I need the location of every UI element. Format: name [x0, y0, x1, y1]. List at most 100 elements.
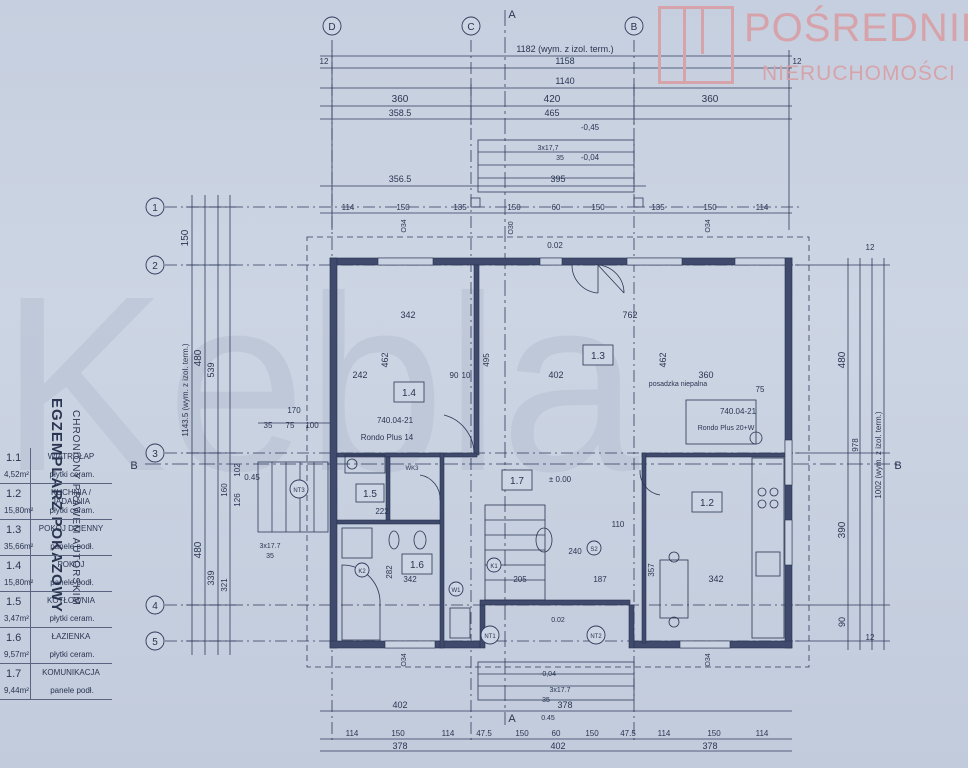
dim-b5: 150 — [515, 729, 529, 738]
bathtub — [341, 564, 381, 641]
o34-label-2: O34 — [705, 653, 712, 666]
fire-floor-label: posadzka niepalna — [649, 381, 707, 388]
dim-b6: 60 — [552, 729, 561, 738]
legend-area: 35,66m² — [4, 542, 34, 551]
k2-label: K2 — [358, 569, 366, 575]
dim-left-overall: 1143.5 (wym. z izol. term.) — [181, 343, 190, 437]
room16-height: 282 — [385, 565, 394, 579]
room13-box — [582, 344, 614, 366]
dim-b1: 114 — [346, 729, 359, 738]
dim-left-480a: 480 — [193, 349, 204, 366]
dim-1158: 1158 — [555, 56, 574, 66]
dim-t7: 135 — [651, 203, 665, 212]
legend-floor: panele podł. — [50, 686, 94, 695]
dim-left-150: 150 — [180, 229, 191, 246]
wk3-label: WK3 — [405, 466, 419, 472]
dim-t2: 150 — [396, 203, 410, 212]
brand-logo: POŚREDNIK NIERUCHOMOŚCI — [658, 6, 968, 88]
level-top-3: 0.02 — [547, 241, 563, 250]
legend-row: 1.4 15,80m² POKÓJ panele podł. — [0, 556, 112, 592]
dim-12b: 12 — [793, 57, 802, 66]
dim-1140: 1140 — [555, 76, 574, 86]
room17-level: ± 0.00 — [549, 475, 572, 484]
dim-187: 187 — [593, 575, 607, 584]
dim-b3: 114 — [442, 729, 455, 738]
stairs-left-label2: 35 — [266, 553, 274, 560]
legend-row: 1.6 9,57m² ŁAZIENKA płytki ceram. — [0, 628, 112, 664]
stove1-name: Rondo Plus 14 — [361, 433, 414, 442]
dim-t4: 150 — [507, 203, 521, 212]
dim-420: 420 — [544, 94, 561, 105]
room12-label: 1.2 — [700, 498, 714, 509]
o30-label: O30 — [508, 221, 515, 234]
legend-num: 1.7 — [6, 668, 22, 680]
legend-area: 9,57m² — [4, 650, 29, 659]
roof-outline — [306, 236, 810, 668]
room15-box — [355, 483, 385, 503]
room14-sub: 242 — [352, 370, 367, 380]
room13-d402: 402 — [548, 370, 563, 380]
legend-name: POKÓJ — [57, 560, 85, 569]
o34-label-4: O34 — [705, 219, 712, 232]
dim-b9: 114 — [658, 729, 671, 738]
stove-1 — [344, 454, 386, 474]
room12-width: 342 — [708, 574, 723, 584]
legend-floor: płytki ceram. — [49, 650, 95, 659]
dim-t8: 150 — [703, 203, 717, 212]
level-bottom-2: 0.45 — [541, 715, 555, 722]
dim-left-480b: 480 — [193, 541, 204, 558]
room17-box — [501, 469, 533, 491]
stairs-bottom-label2: 35 — [542, 697, 550, 704]
dim-overall-top: 1182 (wym. z izol. term.) — [516, 44, 613, 54]
stove2-name: Rondo Plus 20+W — [698, 425, 755, 432]
dim-right-978: 978 — [851, 438, 860, 452]
axis-label-d: D — [328, 22, 335, 33]
legend-area: 15,80m² — [4, 506, 34, 515]
room13-width: 762 — [622, 310, 637, 320]
dim-t9: 114 — [756, 203, 769, 212]
w1-label: W1 — [452, 588, 462, 594]
axis-label-5: 5 — [152, 637, 158, 648]
legend-row: 1.3 35,66m² POKÓJ DZIENNY panele podł. — [0, 520, 112, 556]
legend-num: 1.6 — [6, 632, 22, 644]
dim-358: 358.5 — [389, 108, 412, 118]
legend-num: 1.2 — [6, 488, 22, 500]
wall-west — [329, 257, 338, 649]
dim-left-126: 126 — [233, 493, 242, 507]
room14-d10: 10 — [462, 371, 471, 380]
dim-t6: 150 — [591, 203, 605, 212]
s2-label: S2 — [590, 547, 598, 553]
dim-bottom-378: 378 — [557, 700, 572, 710]
legend-area: 15,80m² — [4, 578, 34, 587]
legend-row: 1.5 3,47m² KOTŁOWNIA płytki ceram. — [0, 592, 112, 628]
axis-label-3: 3 — [152, 449, 158, 460]
room16-box — [401, 553, 433, 575]
legend-num: 1.3 — [6, 524, 22, 536]
dim-465: 465 — [544, 108, 559, 118]
dim-240: 240 — [568, 547, 582, 556]
dim-110: 110 — [612, 520, 625, 529]
legend-floor: panele podł. — [50, 542, 94, 551]
legend-floor: płytki ceram. — [49, 470, 95, 479]
nt2-label: NT2 — [590, 634, 602, 640]
stairs-bottom-label: 3x17.7 — [549, 687, 570, 694]
nt3-label: NT3 — [293, 488, 305, 494]
dim-right-480: 480 — [837, 351, 848, 368]
legend-name: KOTŁOWNIA — [46, 596, 95, 605]
dim-c2: 402 — [550, 741, 565, 751]
legend-name: WIATROŁAP — [47, 452, 95, 461]
dim-left-339: 339 — [206, 570, 216, 585]
stove1-model: 740.04-21 — [377, 416, 414, 425]
dim-b11: 114 — [756, 729, 769, 738]
axis-label-c: C — [467, 22, 474, 33]
dim-c3: 378 — [702, 741, 717, 751]
legend-name: KUCHNIA / JADALNIA — [50, 488, 91, 506]
stamp-subtitle: CHRONIONY PRAWEM AUTORSKIM — [70, 410, 81, 606]
dining-table — [659, 559, 689, 619]
dim-b10: 150 — [707, 729, 721, 738]
level-top-2: -0,04 — [581, 153, 600, 162]
section-mark-left: B — [130, 460, 137, 472]
dim-right-12b: 12 — [866, 633, 875, 642]
